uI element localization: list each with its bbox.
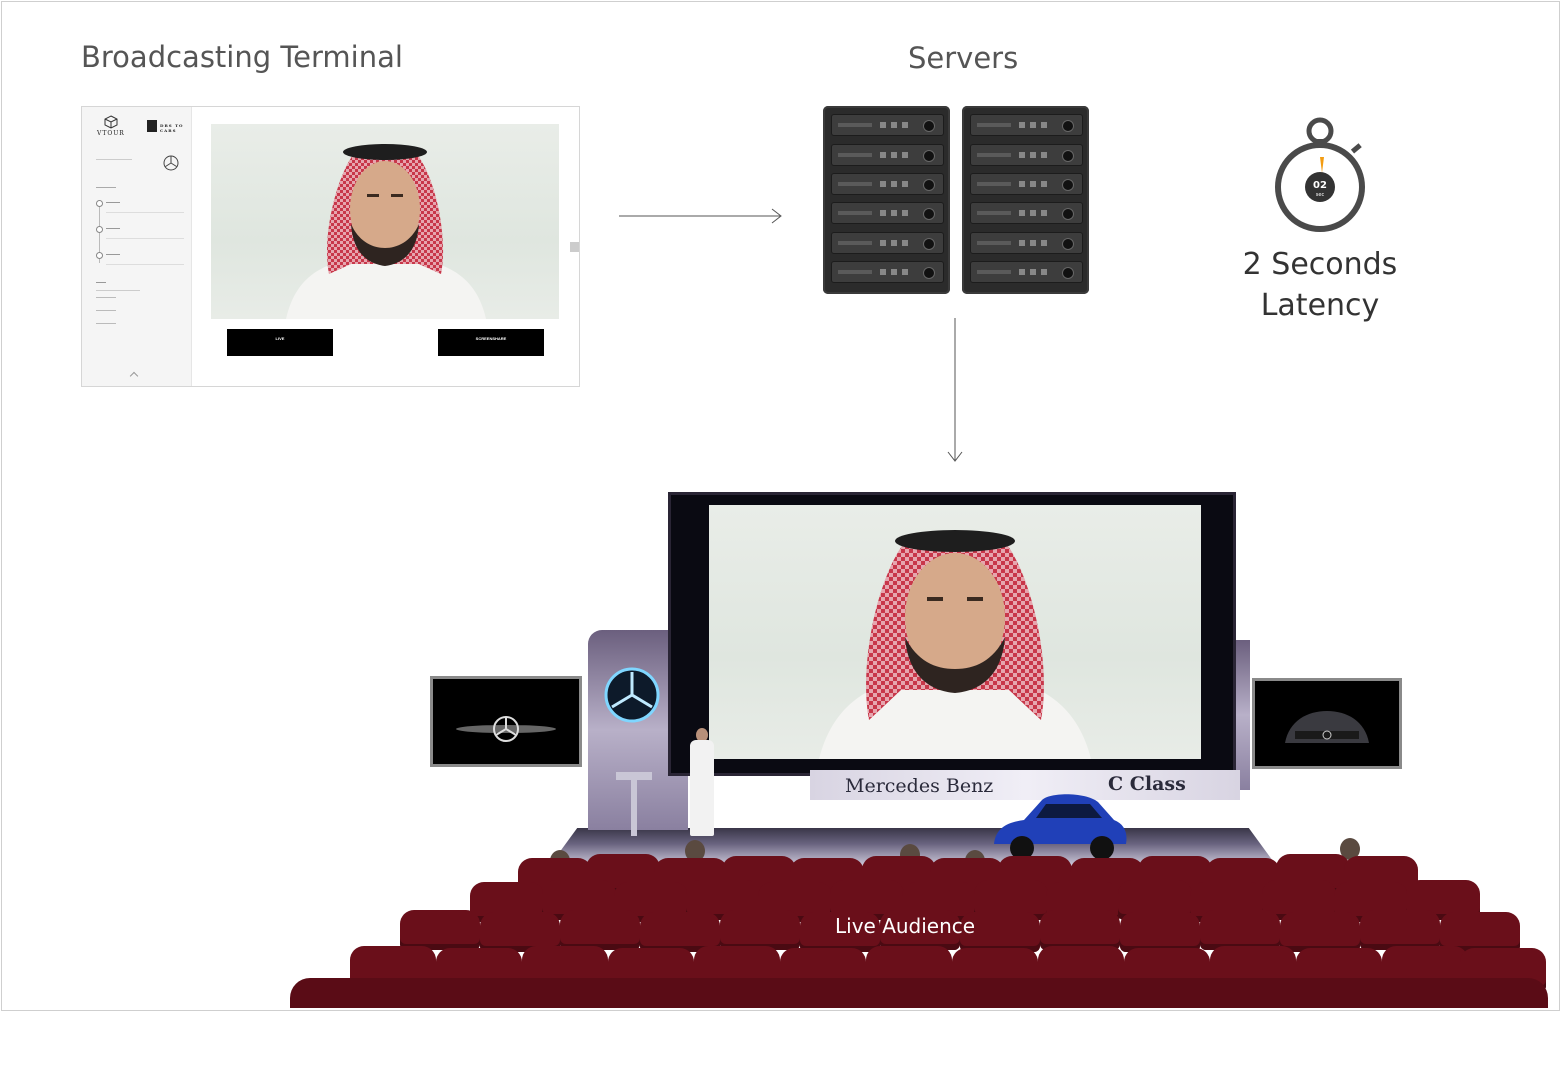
latency-line-1: 2 Seconds — [1242, 247, 1398, 282]
car-front-icon — [1285, 711, 1369, 743]
timeline-entry — [106, 228, 120, 229]
screenshare-button[interactable]: SCREENSHARE — [438, 329, 544, 356]
sidebar-line — [96, 310, 116, 311]
terminal-brand-logo: VTOUR — [97, 130, 125, 137]
sidebar-line — [96, 282, 106, 283]
sidebar-line — [96, 297, 116, 298]
partner-logo: DRS TO CARS — [160, 123, 184, 133]
server-rack-right — [962, 106, 1089, 294]
timeline-dot — [96, 226, 103, 233]
latency-label: 2 Seconds Latency — [1215, 244, 1425, 326]
stage-video-feed — [709, 505, 1201, 759]
mercedes-star-icon — [456, 716, 556, 742]
audience-seating: Live Audience — [290, 838, 1550, 1008]
timeline-entry — [106, 202, 120, 203]
terminal-video-preview — [211, 124, 559, 319]
left-side-screen — [430, 676, 582, 767]
arrow-to-stage — [947, 318, 963, 462]
sidebar-line — [96, 187, 116, 188]
broadcasting-terminal-title: Broadcasting Terminal — [81, 40, 403, 74]
main-stage-screen — [668, 492, 1236, 776]
front-row-seats — [290, 978, 1548, 1008]
car-icon — [994, 794, 1127, 860]
stopwatch-icon: 02 sec — [1275, 117, 1365, 232]
presenter-figure — [686, 728, 718, 838]
stopwatch-unit: sec — [1316, 192, 1325, 198]
timeline-line — [99, 203, 100, 263]
timeline-entry — [106, 254, 120, 255]
stage-banner — [810, 770, 1240, 800]
mercedes-star-icon — [163, 155, 179, 171]
scroll-handle[interactable] — [570, 242, 579, 252]
timeline-dot — [96, 200, 103, 207]
live-audience-label: Live Audience — [835, 914, 976, 938]
broadcasting-terminal: VTOUR DRS TO CARS — [81, 106, 580, 387]
sidebar-line — [96, 159, 132, 160]
live-stage-scene: Mercedes Benz C Class — [290, 490, 1550, 1008]
servers-title: Servers — [908, 41, 1019, 75]
timeline-entry — [106, 238, 184, 239]
latency-line-2: Latency — [1260, 288, 1380, 323]
terminal-sidebar: VTOUR DRS TO CARS — [82, 107, 192, 386]
timeline-entry — [106, 264, 184, 265]
server-rack-left — [823, 106, 950, 294]
timeline-entry — [106, 212, 184, 213]
sidebar-line — [96, 290, 140, 291]
banner-left-text: Mercedes Benz — [845, 775, 994, 797]
cube-logo-icon — [104, 115, 118, 129]
mercedes-star-icon — [604, 667, 660, 723]
person-illustration — [286, 144, 486, 319]
banner-right-text: C Class — [1108, 773, 1186, 795]
person-illustration — [819, 530, 1091, 759]
stopwatch-value: 02 — [1313, 180, 1327, 191]
timeline-dot — [96, 252, 103, 259]
building-icon — [147, 120, 157, 132]
chevron-up-icon[interactable] — [129, 371, 139, 381]
lectern — [616, 772, 652, 838]
arrow-to-servers — [619, 208, 782, 224]
sidebar-line — [96, 323, 116, 324]
live-button[interactable]: LIVE — [227, 329, 333, 356]
right-side-screen — [1252, 678, 1402, 769]
